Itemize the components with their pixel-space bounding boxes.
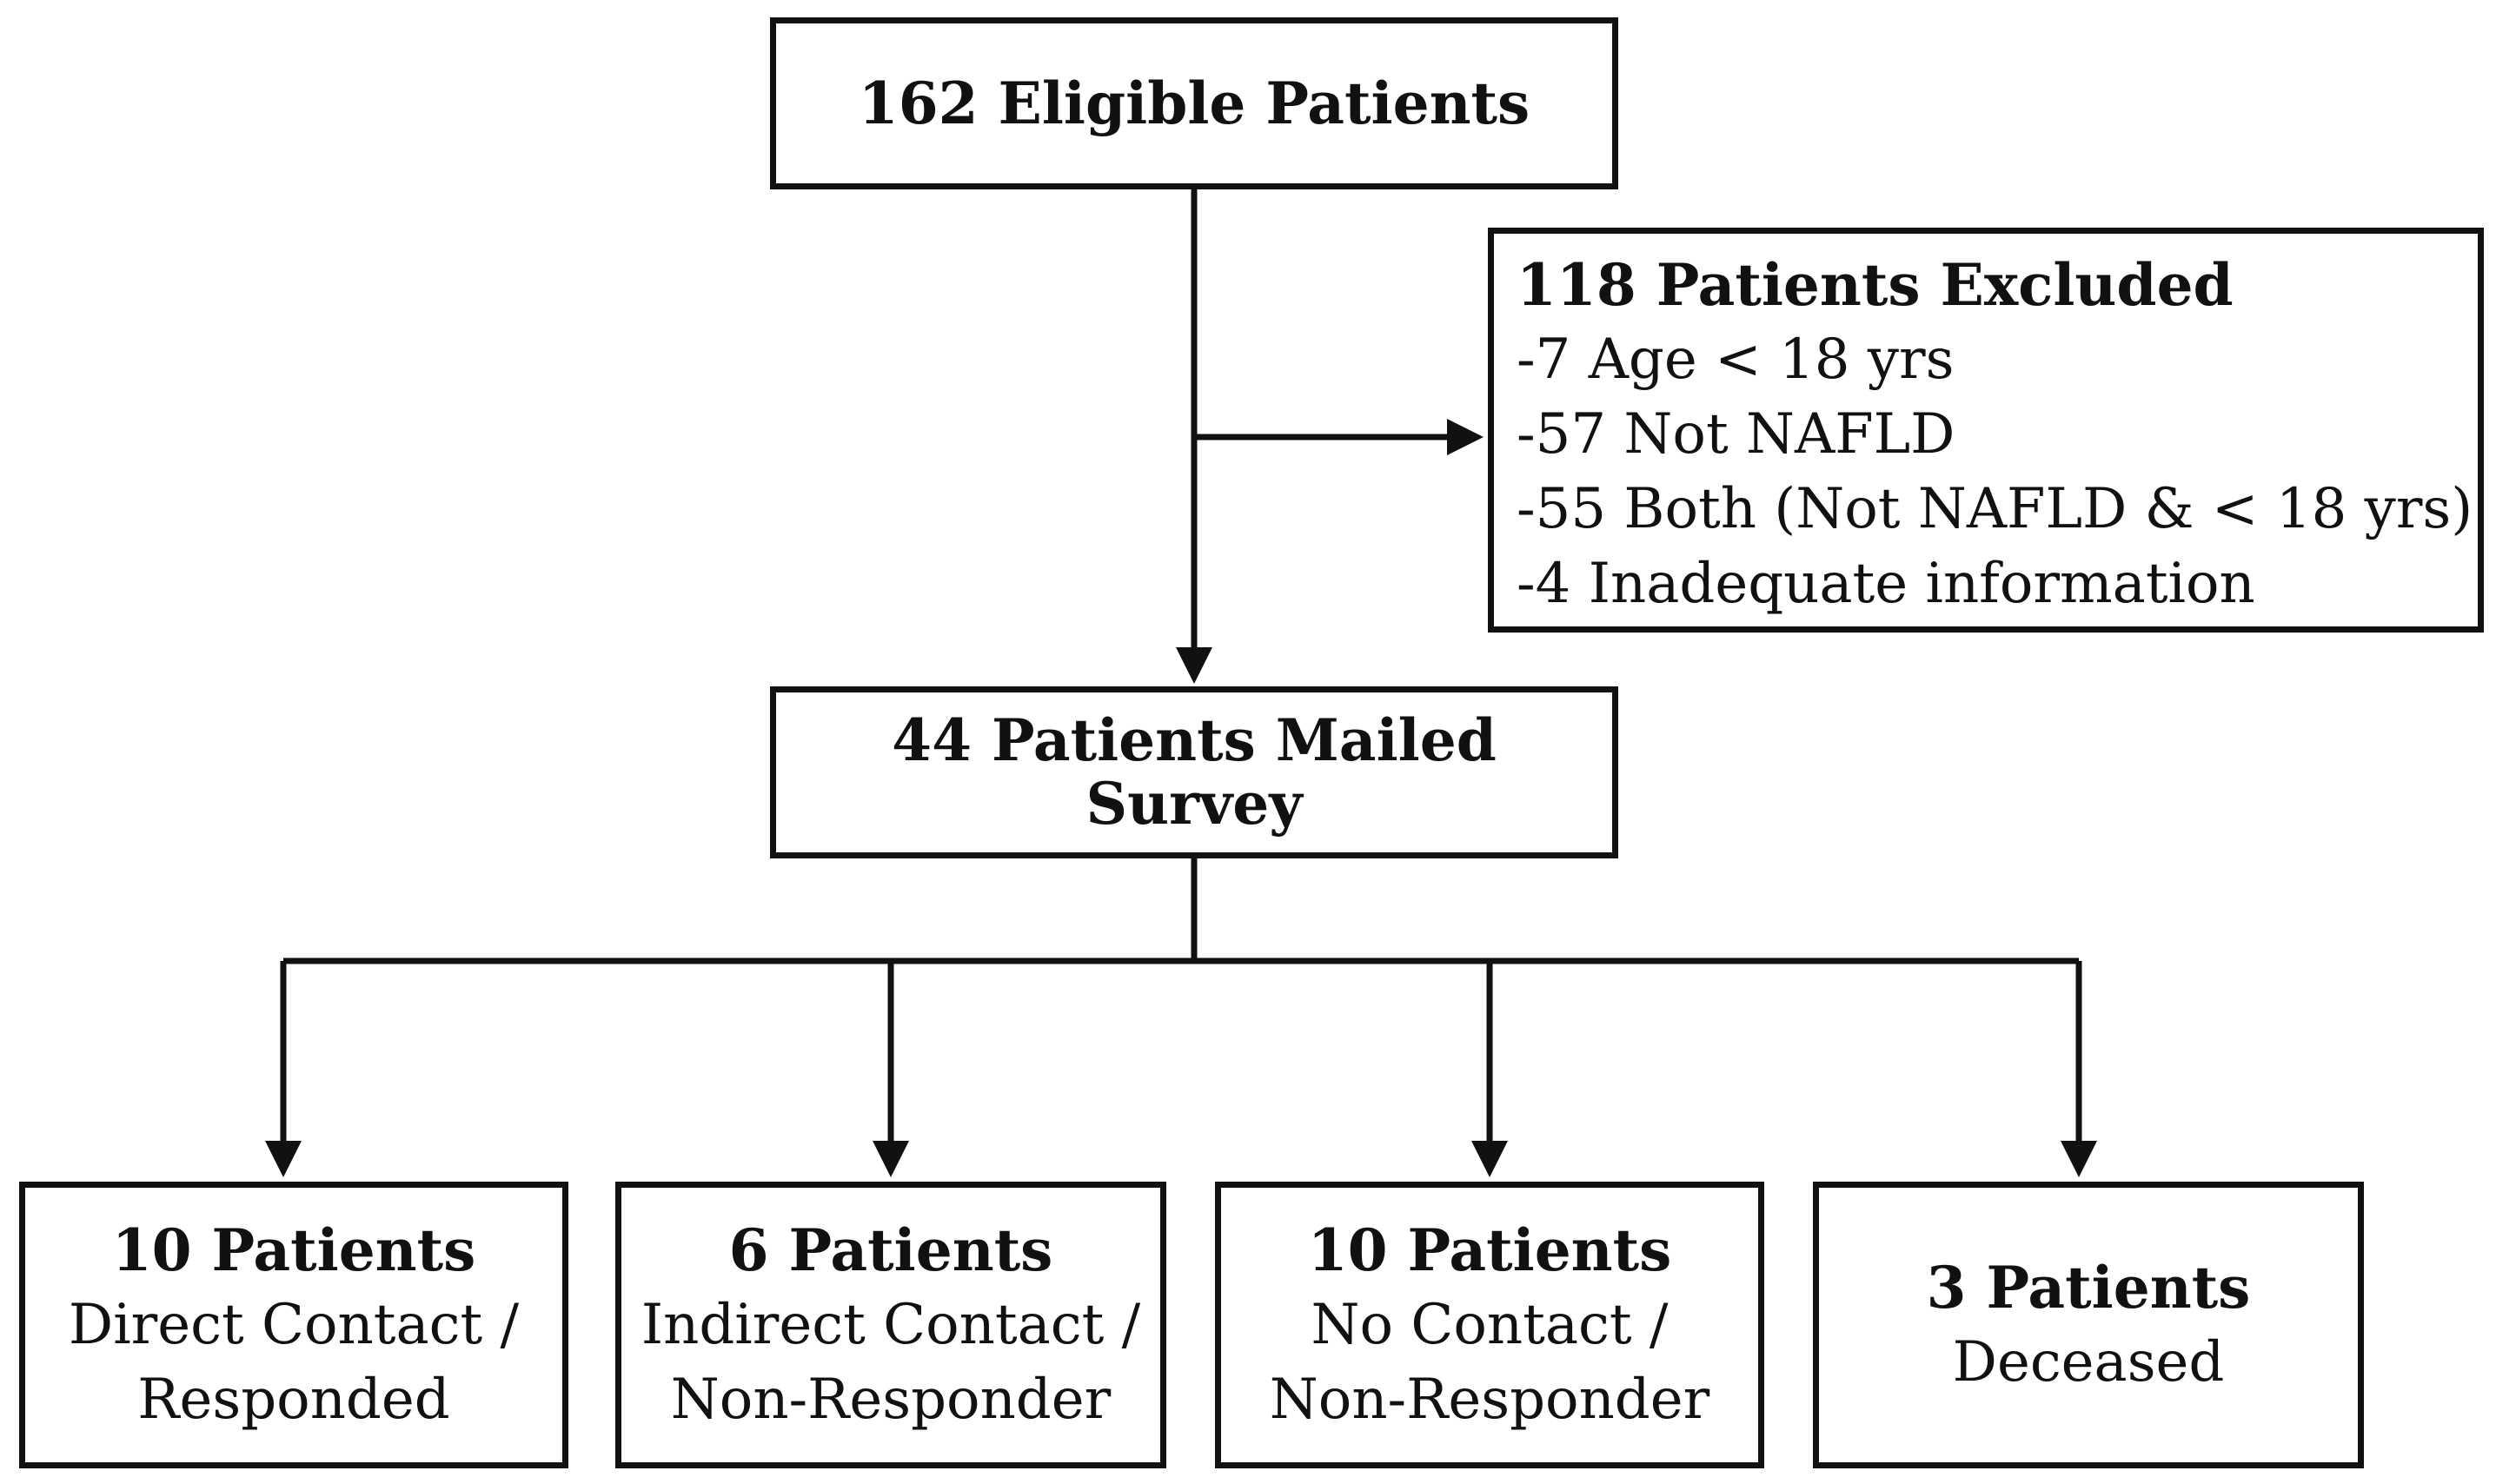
outcome-count: 3 Patients bbox=[1926, 1254, 2251, 1322]
eligible-patients-title: 162 Eligible Patients bbox=[858, 69, 1530, 137]
outcome-box-indirect-contact: 6 Patients Indirect Contact / Non-Respon… bbox=[615, 1182, 1166, 1468]
mailed-survey-title: 44 Patients Mailed Survey bbox=[892, 706, 1497, 838]
excluded-patients-title: 118 Patients Excluded bbox=[1517, 251, 2234, 319]
outcome-description: Non-Responder bbox=[670, 1368, 1112, 1432]
outcome-description: Responded bbox=[137, 1368, 450, 1432]
outcome-count: 10 Patients bbox=[111, 1216, 476, 1284]
eligible-patients-box: 162 Eligible Patients bbox=[770, 17, 1618, 189]
exclusion-reason: -4 Inadequate information bbox=[1517, 552, 2255, 616]
outcome-count: 6 Patients bbox=[728, 1216, 1053, 1284]
outcome-description: Non-Responder bbox=[1269, 1368, 1710, 1432]
outcome-description: Deceased bbox=[1952, 1330, 2225, 1395]
excluded-patients-box: 118 Patients Excluded -7 Age < 18 yrs -5… bbox=[1488, 228, 2484, 633]
outcome-description: No Contact / bbox=[1311, 1293, 1669, 1357]
exclusion-reason: -57 Not NAFLD bbox=[1517, 402, 1955, 467]
outcome-box-direct-contact: 10 Patients Direct Contact / Responded bbox=[19, 1182, 568, 1468]
outcome-box-no-contact: 10 Patients No Contact / Non-Responder bbox=[1215, 1182, 1764, 1468]
exclusion-reason: -55 Both (Not NAFLD & < 18 yrs) bbox=[1517, 477, 2473, 541]
exclusion-reason: -7 Age < 18 yrs bbox=[1517, 328, 1955, 392]
outcome-description: Direct Contact / bbox=[68, 1293, 520, 1357]
outcome-description: Indirect Contact / bbox=[641, 1293, 1141, 1357]
outcome-count: 10 Patients bbox=[1307, 1216, 1672, 1284]
mailed-survey-box: 44 Patients Mailed Survey bbox=[770, 686, 1618, 858]
outcome-box-deceased: 3 Patients Deceased bbox=[1813, 1182, 2364, 1468]
